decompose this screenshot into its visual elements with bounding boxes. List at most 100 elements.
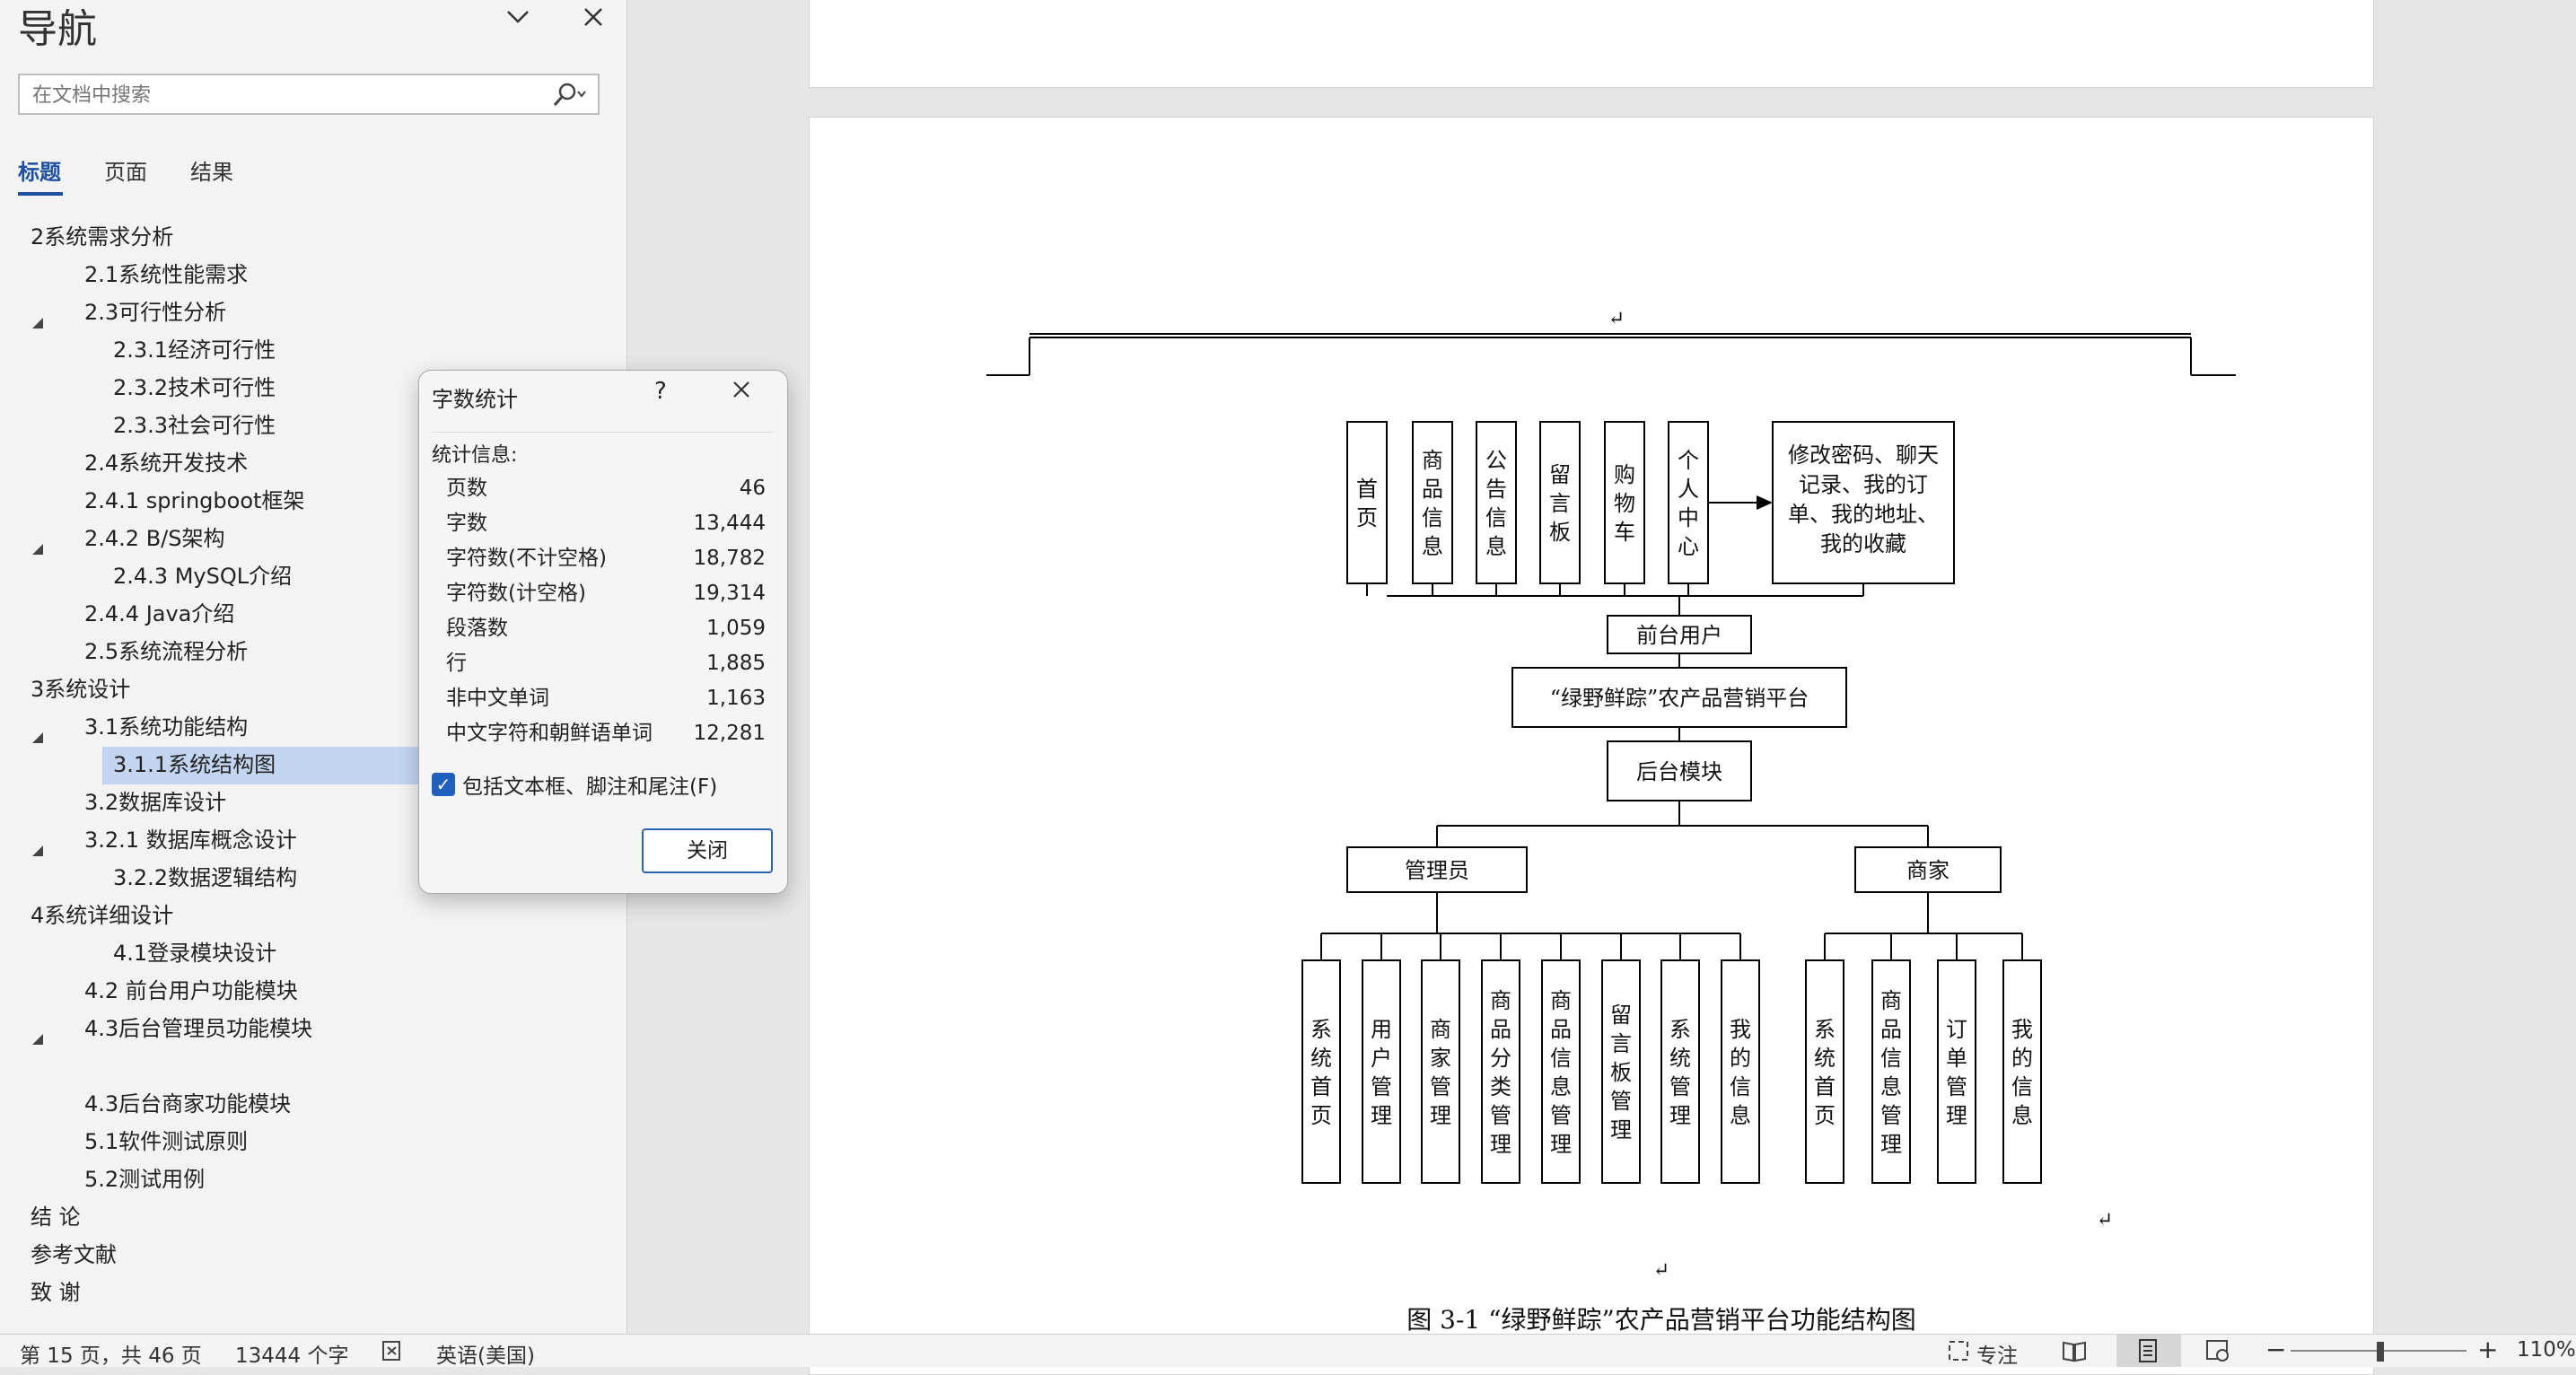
front-module-label: 车	[1614, 520, 1635, 545]
heading-tree-item[interactable]: 2.3.2技术可行性	[113, 370, 276, 406]
read-mode-icon[interactable]	[2061, 1338, 2088, 1369]
heading-tree-label: 2.3可行性分析	[84, 300, 227, 325]
heading-tree-item[interactable]: 5.2测试用例	[84, 1161, 205, 1197]
stat-value: 1,885	[706, 652, 766, 675]
nav-close-icon[interactable]	[578, 2, 609, 40]
heading-tree-item[interactable]: 4.1登录模块设计	[113, 935, 276, 971]
include-textboxes-label[interactable]: 包括文本框、脚注和尾注(F)	[462, 775, 718, 799]
platform-label: “绿野鲜踪”农产品营销平台	[1550, 686, 1809, 711]
heading-tree-item[interactable]: 2.3.1经济可行性	[113, 332, 276, 368]
search-icon[interactable]	[549, 81, 589, 109]
heading-tree-item[interactable]: 2.1系统性能需求	[84, 257, 248, 293]
merchant-module-box	[1937, 959, 1976, 1184]
close-button[interactable]: 关闭	[642, 828, 773, 873]
merchant-label: 商家	[1906, 858, 1950, 883]
admin-module-label: 言	[1610, 1031, 1632, 1056]
paragraph-mark: ↵	[1653, 1259, 1669, 1282]
admin-module-label: 管	[1610, 1089, 1632, 1114]
help-icon[interactable]: ?	[654, 378, 667, 405]
merchant-module-box	[1805, 959, 1844, 1184]
dialog-close-icon[interactable]	[728, 376, 755, 410]
heading-tree-item[interactable]: 2系统需求分析	[31, 219, 173, 255]
merchant-module-label: 管	[1880, 1103, 1902, 1128]
include-textboxes-checkbox[interactable]: ✓	[432, 773, 455, 796]
heading-tree-item[interactable]: 3.2.1 数据库概念设计	[32, 822, 297, 858]
expand-triangle-icon[interactable]	[31, 833, 45, 869]
heading-tree-item[interactable]: 3.1.1系统结构图	[113, 747, 276, 783]
tab-headings[interactable]: 标题	[18, 160, 61, 185]
front-module-label: 物	[1614, 491, 1635, 516]
heading-tree-item[interactable]: 2.4.4 Java介绍	[84, 596, 234, 632]
merchant-module-label: 理	[1946, 1103, 1967, 1128]
expand-triangle-icon[interactable]	[31, 720, 45, 756]
zoom-in-icon[interactable]: +	[2477, 1335, 2499, 1364]
heading-tree-item[interactable]: 4.2 前台用户功能模块	[84, 973, 298, 1009]
web-layout-icon[interactable]	[2204, 1338, 2231, 1369]
figure-caption: 图 3-1 “绿野鲜踪”农产品营销平台功能结构图	[1406, 1305, 1916, 1334]
stat-row: 字符数(不计空格)18,782	[446, 541, 766, 576]
focus-icon[interactable]	[1946, 1338, 1971, 1369]
tab-results[interactable]: 结果	[190, 160, 233, 185]
heading-tree-item[interactable]: 结 论	[31, 1199, 81, 1235]
front-module-label: 首	[1356, 477, 1378, 502]
zoom-out-icon[interactable]: −	[2265, 1335, 2287, 1364]
nav-options-chevron-icon[interactable]	[503, 2, 533, 40]
merchant-module-box	[2002, 959, 2042, 1184]
language-indicator[interactable]: 英语(美国)	[436, 1344, 535, 1368]
heading-tree-item[interactable]: 致 谢	[31, 1274, 81, 1310]
heading-tree-item[interactable]: 3.2数据库设计	[84, 784, 226, 820]
heading-tree-item[interactable]: 2.5系统流程分析	[84, 634, 248, 670]
page-count[interactable]: 第 15 页，共 46 页	[20, 1344, 202, 1368]
stat-label: 字数	[446, 512, 487, 535]
heading-tree-item[interactable]: 2.3.3社会可行性	[113, 407, 276, 443]
admin-module-label: 息	[1730, 1103, 1751, 1128]
heading-tree-item[interactable]: 2.4.3 MySQL介绍	[113, 558, 292, 594]
heading-tree-item[interactable]: 2.4.1 springboot框架	[84, 483, 304, 519]
zoom-slider-thumb[interactable]	[2377, 1342, 2385, 1362]
merchant-box	[1854, 846, 2002, 893]
expand-triangle-icon[interactable]	[31, 305, 45, 341]
front-module-box	[1539, 421, 1581, 584]
expand-triangle-icon[interactable]	[31, 531, 45, 567]
heading-tree-label: 4.3后台商家功能模块	[84, 1091, 292, 1117]
heading-tree-label: 5.1软件测试原则	[84, 1129, 249, 1154]
proofing-icon[interactable]	[381, 1338, 407, 1369]
heading-tree-label: 3系统设计	[31, 677, 131, 702]
admin-module-label: 分	[1490, 1046, 1511, 1071]
heading-tree-label: 5.2测试用例	[84, 1167, 206, 1192]
heading-tree-item[interactable]: 2.4.2 B/S架构	[32, 521, 225, 556]
backend-label: 后台模块	[1636, 759, 1722, 784]
heading-tree-item[interactable]: 参考文献	[31, 1237, 117, 1273]
heading-tree-label: 2.3.1经济可行性	[113, 337, 276, 363]
front-module-label: 息	[1485, 534, 1507, 559]
merchant-module-box	[1871, 959, 1911, 1184]
heading-tree-item[interactable]: 4.3后台管理员功能模块	[32, 1011, 312, 1047]
word-count[interactable]: 13444 个字	[235, 1344, 349, 1368]
heading-tree-item[interactable]: 3.2.2数据逻辑结构	[113, 860, 297, 896]
admin-module-label: 统	[1310, 1046, 1332, 1071]
heading-tree-item[interactable]: 4.3后台商家功能模块	[84, 1086, 291, 1122]
heading-tree-label: 3.1系统功能结构	[84, 714, 249, 740]
heading-tree-item[interactable]: 3.1系统功能结构	[32, 709, 249, 745]
stat-value: 1,059	[706, 617, 766, 640]
admin-module-label: 理	[1490, 1132, 1511, 1157]
zoom-level[interactable]: 110%	[2517, 1338, 2576, 1362]
heading-tree-item[interactable]: 3系统设计	[31, 671, 130, 707]
focus-label[interactable]: 专注	[1976, 1344, 2018, 1368]
print-layout-icon[interactable]	[2134, 1338, 2161, 1369]
stat-value: 19,314	[693, 582, 766, 605]
heading-tree-label: 2.4.2 B/S架构	[84, 526, 225, 551]
expand-triangle-icon[interactable]	[31, 1021, 45, 1057]
tab-pages[interactable]: 页面	[104, 160, 147, 185]
tab-active-indicator	[18, 192, 63, 196]
heading-tree-item[interactable]: 5.1软件测试原则	[84, 1124, 248, 1160]
nav-title: 导航	[18, 6, 97, 52]
heading-tree-item[interactable]: 4系统详细设计	[31, 898, 173, 933]
search-input[interactable]	[31, 79, 555, 111]
heading-tree-item[interactable]: 2.3可行性分析	[32, 294, 227, 330]
stat-label: 字符数(计空格)	[446, 582, 586, 605]
heading-tree-item[interactable]: 2.4系统开发技术	[84, 445, 248, 481]
merchant-module-label: 息	[1880, 1074, 1902, 1099]
front-module-label: 商	[1422, 448, 1443, 473]
merchant-module-label: 商	[1880, 988, 1902, 1013]
